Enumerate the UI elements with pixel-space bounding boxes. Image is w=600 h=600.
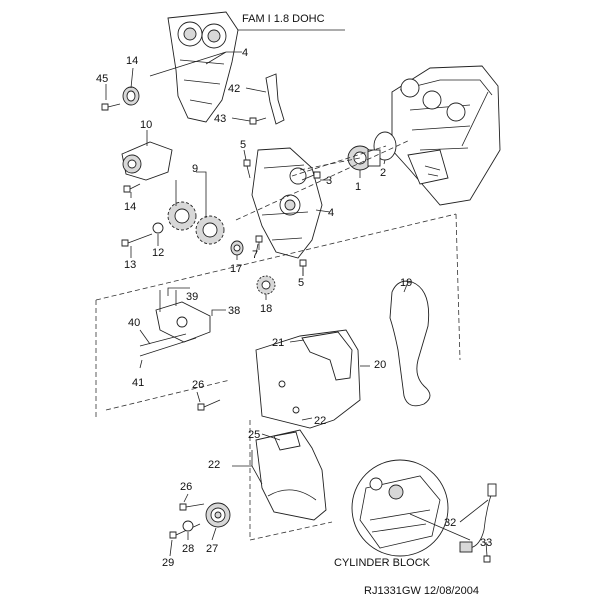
callout-10: 12	[152, 247, 164, 259]
callout-27: 27	[206, 543, 218, 555]
leader-lines	[105, 51, 489, 557]
callout-14-upper: 14	[126, 55, 138, 67]
lower-cover	[255, 429, 327, 521]
callout-42: 42	[228, 83, 240, 95]
diagram-footer: RJ1331GW 12/08/2004	[364, 585, 479, 597]
callout-26-lower: 26	[180, 481, 192, 493]
callout-29: 29	[162, 557, 174, 569]
callout-32: 32	[444, 517, 456, 529]
callout-25: 25	[248, 429, 260, 441]
callout-12: 10	[140, 119, 152, 131]
callout-26-upper: 26	[192, 379, 204, 391]
callout-33: 33	[480, 537, 492, 549]
engine-block	[391, 65, 501, 206]
callout-41: 41	[132, 377, 144, 389]
camshaft-gears	[167, 201, 225, 245]
tensioner-assembly	[121, 141, 173, 181]
bracket	[265, 73, 285, 125]
callout-11: 13	[124, 259, 136, 271]
callout-18: 19	[400, 277, 412, 289]
callout-5-upper: 5	[240, 139, 246, 151]
callout-19: 20	[374, 359, 386, 371]
diagram-title: FAM I 1.8 DOHC	[242, 13, 325, 25]
cylinder-block-inset	[351, 459, 471, 557]
callout-5-lower: 5	[298, 277, 304, 289]
callout-28: 28	[182, 543, 194, 555]
crank-position-sensor	[459, 483, 497, 563]
callout-2: 2	[380, 167, 386, 179]
crank-sprocket	[256, 275, 276, 295]
washer	[152, 222, 164, 234]
callout-22: 22	[208, 459, 220, 471]
callout-43: 43	[214, 113, 226, 125]
timing-belt	[389, 280, 431, 407]
idler-pulley-lower	[230, 240, 244, 256]
bolts	[101, 103, 321, 539]
callout-21: 22	[314, 415, 326, 427]
callout-39: 39	[186, 291, 198, 303]
callout-45: 45	[96, 73, 108, 85]
callout-17: 18	[260, 303, 272, 315]
upper-timing-cover	[167, 11, 239, 123]
sensor-bracket-assembly	[139, 290, 211, 357]
callout-38: 38	[228, 305, 240, 317]
callout-14-lower: 17	[230, 263, 242, 275]
callout-9: 9	[192, 163, 198, 175]
crank-pulley	[205, 502, 231, 528]
idler-pulley-upper	[122, 86, 140, 106]
callout-labels: 4 14 45 42 43 10 5 9 3 1 2 14 4 12 7 13 …	[96, 47, 492, 569]
callout-7: 7	[252, 249, 258, 261]
callout-20: 21	[272, 337, 284, 349]
callout-4-upper: 4	[242, 47, 248, 59]
callout-4-lower: 4	[328, 207, 334, 219]
inset-caption: CYLINDER BLOCK	[334, 557, 431, 569]
rear-timing-cover	[251, 147, 323, 259]
construction-lines	[95, 139, 461, 541]
callout-40: 40	[128, 317, 140, 329]
callout-13: 14	[124, 201, 136, 213]
front-cover-upper-section	[255, 329, 361, 429]
callout-1: 1	[355, 181, 361, 193]
washer-28	[182, 520, 194, 532]
callout-3: 3	[326, 175, 332, 187]
